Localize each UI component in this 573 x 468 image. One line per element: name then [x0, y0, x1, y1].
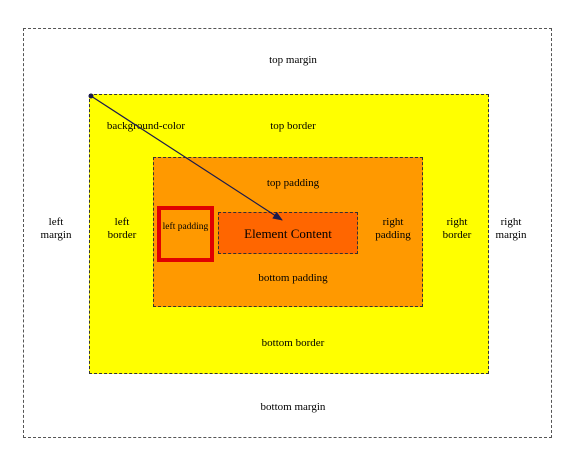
left-margin-label: left margin [40, 216, 72, 241]
top-border-label: top border [270, 120, 316, 132]
left-padding-label: left padding [162, 222, 209, 232]
right-padding-label: right padding [375, 216, 411, 241]
arrow-line [90, 95, 283, 221]
element-content-label: Element Content [244, 226, 332, 241]
top-padding-label: top padding [266, 177, 320, 189]
bottom-border-label: bottom border [261, 337, 325, 349]
bottom-margin-label: bottom margin [260, 401, 326, 413]
content-area [218, 212, 358, 254]
bottom-padding-label: bottom padding [258, 272, 328, 284]
right-margin-label: right margin [495, 216, 527, 241]
background-color-label: background-color [106, 120, 186, 132]
left-padding-highlight [157, 206, 214, 262]
top-margin-label: top margin [269, 54, 317, 66]
left-border-label: left border [107, 216, 137, 241]
right-border-label: right border [442, 216, 472, 241]
